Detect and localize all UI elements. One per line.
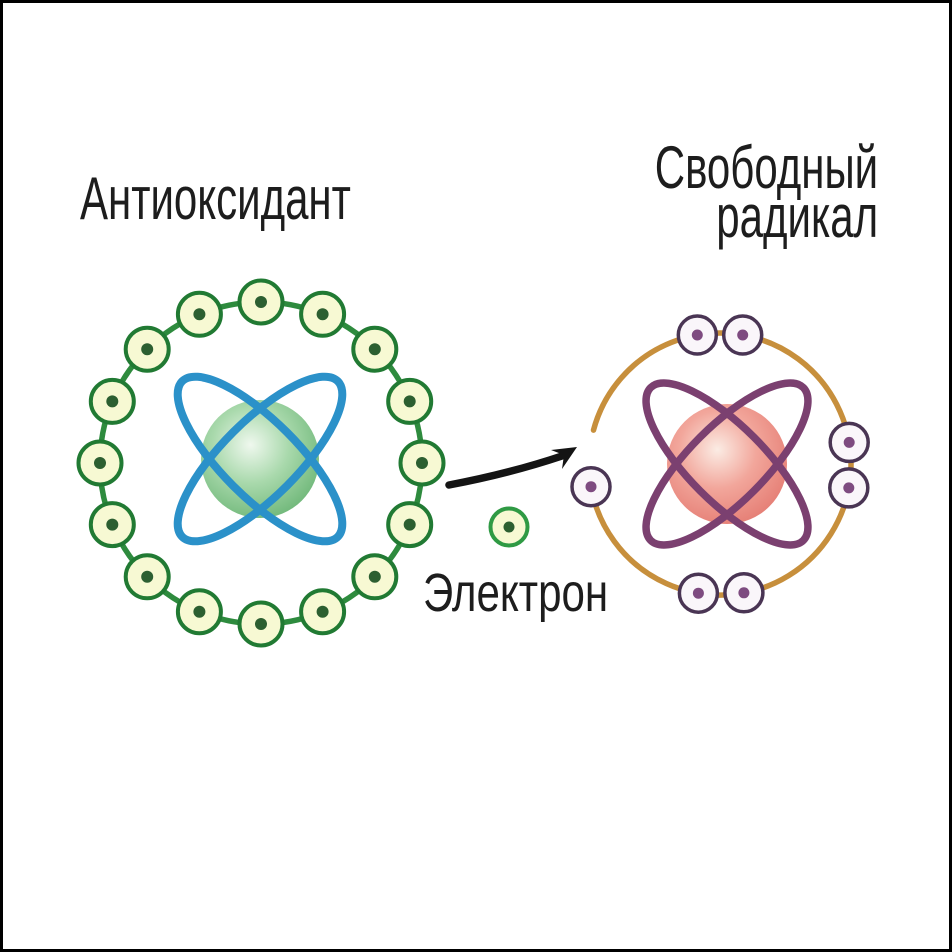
antioxidant-orbit — [173, 372, 347, 546]
antioxidant-electron-dot — [193, 308, 206, 321]
antioxidant-orbit — [173, 372, 347, 546]
antioxidant-electron-dot — [106, 395, 119, 408]
free-radical-electron-dot — [843, 482, 855, 494]
electron-label: Электрон — [423, 563, 609, 623]
free-radical-atom — [570, 314, 870, 614]
free-radical-electron-dot — [585, 481, 597, 493]
antioxidant-electron-dot — [106, 518, 119, 531]
antioxidant-electron-dot — [403, 395, 416, 408]
free-radical-title: Свободный радикал — [654, 134, 878, 250]
free-radical-orbit — [642, 379, 812, 549]
antioxidant-electron-dot — [316, 605, 329, 618]
electron-transfer-arrow-icon — [445, 447, 577, 489]
free-radical-title-line2: радикал — [716, 183, 878, 250]
antioxidant-electron-dot — [255, 296, 267, 308]
antioxidant-electron-dot — [141, 343, 154, 356]
free-radical-electron-dot — [737, 329, 749, 341]
free-radical-electron-dot — [738, 587, 750, 599]
atoms-layer — [76, 278, 870, 648]
antioxidant-electron-dot — [141, 570, 154, 583]
antioxidant-electron-dot — [193, 605, 206, 618]
free-radical-electron-dot — [843, 436, 855, 448]
antioxidant-electron-dot — [94, 457, 106, 469]
antioxidant-atom — [76, 278, 446, 648]
arrow-shaft — [445, 452, 566, 489]
antioxidant-electron-dot — [403, 518, 416, 531]
free-radical-orbit — [642, 379, 812, 549]
arrow-head — [551, 447, 577, 469]
free-radical-electron-dot — [691, 329, 703, 341]
antioxidant-nucleus — [201, 400, 319, 518]
free-radical-nucleus — [667, 404, 787, 524]
free-radical-title-line1: Свободный — [654, 134, 878, 201]
antioxidant-title: Антиоксидант — [80, 165, 351, 232]
free-electron-dot — [503, 521, 515, 533]
antioxidant-electron-dot — [316, 308, 329, 321]
free-radical-electron-dot — [692, 587, 704, 599]
antioxidant-electron-dot — [255, 618, 267, 630]
antioxidant-electron-dot — [368, 343, 381, 356]
antioxidant-electron-dot — [368, 570, 381, 583]
antioxidant-electron-dot — [416, 457, 428, 469]
